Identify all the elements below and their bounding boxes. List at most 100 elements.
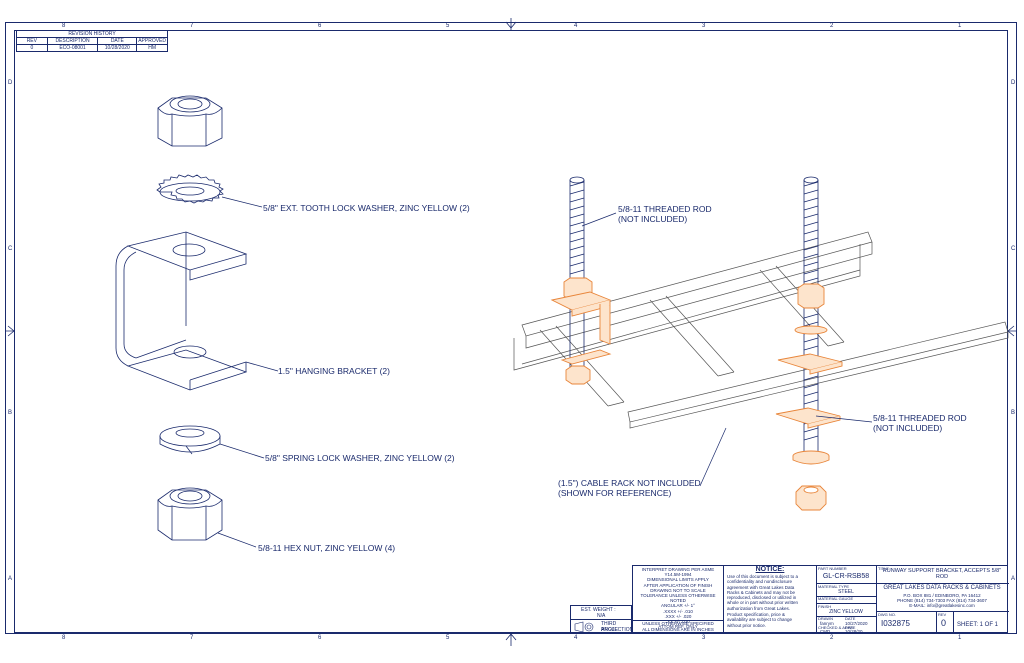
callout-threaded-rod-left: 5/8-11 THREADED ROD [618,204,712,214]
notice-text: Use of this document is subject to a con… [727,574,799,628]
hex-nut-icon [565,365,591,385]
material-type: STEEL [838,589,854,595]
top-center-arrow [505,18,517,30]
projection-label: THIRD ANGLE [601,621,618,633]
leader-line [699,427,727,487]
callout-hanging-bracket: 1.5" HANGING BRACKET (2) [278,366,390,376]
zone-col-label: 8 [62,635,66,641]
hex-nut-icon [795,485,827,511]
revision-history-table: REVISION HISTORY REV DESCRIPTION DATE AP… [16,30,168,52]
date-cell: 10/28/2020 [97,44,138,52]
notice-title: NOTICE: [755,566,785,573]
callout-hex-nut: 5/8-11 HEX NUT, ZINC YELLOW (4) [258,543,396,553]
zone-col-label: 1 [958,635,962,641]
zone-col-label: 7 [190,635,194,641]
part-number-label: PART NUMBER [818,566,847,571]
zone-col-label: 4 [574,23,578,29]
leader-line [219,443,265,459]
zone-row-label: A [1011,576,1016,582]
material-type-label: MATERIAL TYPE [818,584,850,589]
callout-threaded-rod-right-note: (NOT INCLUDED) [873,423,943,433]
projection-label: PROJECTION [601,627,634,633]
title-label: TITLE [878,566,889,571]
finish-label: FINISH [818,604,832,609]
tolerance-notes: INTERPRET DRAWING PER ASME Y14.5M-1994 D… [640,567,716,630]
zone-col-label: 2 [830,23,834,29]
callout-cable-rack: (1.5") CABLE RACK NOT INCLUDED [558,478,701,488]
sheet-number: SHEET: 1 OF 1 [957,622,999,628]
est-weight-value: N/A [597,613,606,619]
bottom-center-arrow [505,633,517,646]
zone-col-label: 3 [702,23,706,29]
drawing-title-cont: ROD [935,574,949,580]
zone-col-label: 1 [958,23,962,29]
hanging-bracket-icon [775,353,843,429]
hanging-bracket-icon [550,291,612,365]
finish: ZINC YELLOW [829,609,863,615]
zone-col-label: 6 [318,23,322,29]
checked-date: 10/28/20 [845,629,863,634]
est-weight-label: EST. WEIGHT : [581,607,616,613]
est-weight-box: EST. WEIGHT : N/A THIRD ANGLE PROJECTION [570,605,634,633]
left-center-arrow [5,325,15,337]
right-center-arrow [1007,325,1017,337]
spring-lock-washer-icon [159,425,221,455]
drawn-date-label: DATE [845,616,856,621]
zone-row-label: D [8,80,13,86]
hex-nut-icon [157,487,223,541]
drawn-date: 10/27/2020 [845,621,868,626]
zone-col-label: 5 [446,635,450,641]
callout-lock-washer-ext: 5/8" EXT. TOOTH LOCK WASHER, ZINC YELLOW… [263,203,470,213]
callout-cable-rack-note: (SHOWN FOR REFERENCE) [558,488,672,498]
zone-row-label: B [8,410,13,416]
zone-row-label: C [8,246,13,252]
zone-col-label: 6 [318,635,322,641]
zone-col-label: 5 [446,23,450,29]
third-angle-projection-icon [574,621,594,633]
rev-label: REV [938,612,947,617]
units-note: UNLESS OTHERWISE SPECIFIED ALL DIMENSION… [642,621,714,632]
zone-col-label: 8 [62,23,66,29]
zone-row-label: B [1011,410,1016,416]
hex-nut-icon [157,95,223,147]
drawing-title: RUNWAY SUPPORT BRACKET, ACCEPTS 5/8" [882,568,1002,574]
drawn-by: fanrym [820,621,834,626]
zone-col-label: 4 [574,635,578,641]
zone-row-label: A [8,576,13,582]
dwg-no-label: DWG NO. [878,612,896,617]
hex-nut-icon [797,283,825,309]
part-number: GL-CR-RSB58 [822,573,870,580]
zone-row-label: D [1011,80,1016,86]
leader-line [217,532,257,548]
hanging-bracket-icon [115,231,248,391]
callout-threaded-rod-right: 5/8-11 THREADED ROD [873,413,967,423]
zone-col-label: 7 [190,23,194,29]
company-name: GREAT LAKES DATA RACKS & CABINETS [883,585,1001,591]
company-address: P.O. BOX 881 / EDINBORO, PA 16412 [903,593,981,598]
spring-lock-washer-icon [792,450,830,465]
leader-line [581,212,617,227]
leader-line [245,361,279,372]
ext-tooth-lock-washer-icon [156,174,224,204]
material-gauge-label: MATERIAL GAUGE [818,596,854,601]
company-phone: PHONE (814) 734-7303 FAX (814) 734-3607 [897,598,987,603]
approved-cell: HM [136,44,168,52]
checked-label: CHECKED & APPR [818,625,854,630]
dwg-no: I032875 [881,619,910,628]
leader-line [815,415,873,423]
zone-col-label: 3 [702,635,706,641]
company-email: E-MAIL: info@greatlakesinc.com [909,603,975,608]
rev-value: 0 [941,618,947,628]
zone-col-label: 2 [830,635,834,641]
cable-rack-icon [513,231,1009,429]
drawn-label: DRAWN [818,616,833,621]
zone-row-label: C [1011,246,1016,252]
callout-spring-washer: 5/8" SPRING LOCK WASHER, ZINC YELLOW (2) [265,453,455,463]
ext-tooth-lock-washer-icon [794,325,828,335]
leader-line [221,196,263,208]
checked-by: CMD [820,629,831,634]
title-block: INTERPRET DRAWING PER ASME Y14.5M-1994 D… [632,565,1009,634]
checked-date-label: DATE [845,625,856,630]
callout-threaded-rod-left-note: (NOT INCLUDED) [618,214,688,224]
